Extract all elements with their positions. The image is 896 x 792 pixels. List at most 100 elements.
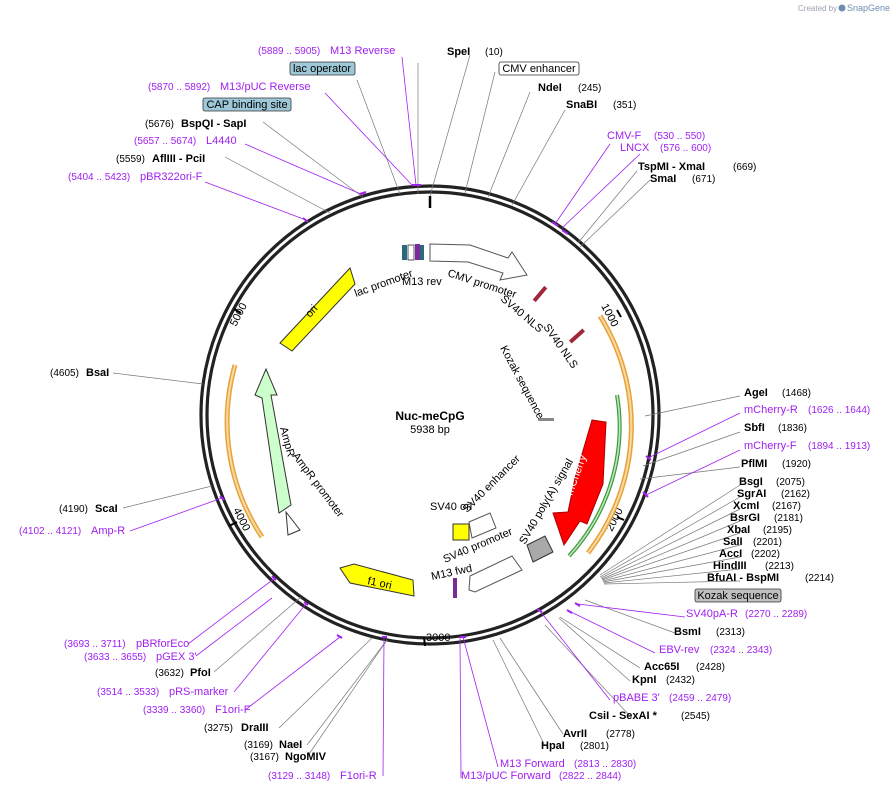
site-agei-pos: (1468) — [782, 388, 811, 399]
orange-arc-left-inner — [226, 364, 263, 538]
f1-ori-feature — [339, 563, 415, 597]
cap-binding-site-box — [202, 97, 292, 112]
site-acc65i-pos: (2428) — [696, 662, 725, 673]
primer-pbrforeco-range: (3693 .. 3711) — [64, 639, 126, 650]
kozak-inner-feature — [538, 418, 554, 421]
site-hpai-pos: (2801) — [580, 741, 609, 752]
orange-arc-right-inner — [587, 315, 633, 554]
site-ndei: NdeI — [538, 82, 562, 94]
tick-3000 — [423, 636, 426, 647]
site-bspqi-sapi: BspQI - SapI — [181, 118, 246, 130]
site-naei-pos: (3169) — [244, 740, 273, 751]
m13-fwd-feature — [453, 578, 457, 598]
tick-4000 — [228, 521, 238, 527]
m13-fwd-label: M13 fwd — [430, 563, 473, 583]
site-ngomiv: NgoMIV — [285, 751, 327, 763]
kozak-sequence-box-label: Kozak sequence — [697, 590, 778, 602]
primer-lncx-range: (576 .. 600) — [660, 143, 711, 154]
primer-marks — [219, 184, 652, 639]
primer-sv40pa-r-range: (2270 .. 2289) — [745, 609, 807, 620]
tick-label-3000: 3000 — [426, 632, 450, 644]
sv40-ori-feature — [452, 523, 470, 541]
site-hindiii-pos: (2213) — [765, 561, 794, 572]
primer-pgex3-range: (3633 .. 3655) — [84, 652, 146, 663]
plasmid-name: Nuc-meCpG — [395, 409, 464, 423]
site-bsgi: BsgI — [739, 476, 763, 488]
site-tspmi-xmai: TspMI - XmaI — [638, 161, 705, 173]
site-csii-sexai: CsiI - SexAI * — [589, 710, 658, 722]
site-xbai: XbaI — [727, 524, 750, 536]
site-spei: SpeI — [447, 46, 470, 58]
m13-rev-label: M13 rev — [402, 276, 442, 288]
site-sali: SalI — [723, 536, 743, 548]
site-pfoi-pos: (3632) — [155, 668, 184, 679]
site-tspmi-xmai-pos: (669) — [733, 162, 756, 173]
ampr-feature — [254, 367, 292, 514]
primer-mcherry-r-range: (1626 .. 1644) — [808, 405, 870, 416]
site-xcmi-pos: (2167) — [772, 501, 801, 512]
site-acci: AccI — [719, 548, 742, 560]
lac-operator-box — [289, 61, 356, 76]
site-bsai-pos: (4605) — [50, 368, 79, 379]
sv40-promoter-feature — [468, 555, 523, 593]
primer-sv40pa-r: SV40pA-R — [686, 608, 738, 620]
primer-mcherry-r: mCherry-R — [744, 404, 798, 416]
site-agei: AgeI — [744, 387, 768, 399]
site-sbfi-pos: (1836) — [778, 423, 807, 434]
primer-leaders — [129, 56, 741, 779]
primer-pgex3: pGEX 3' — [156, 651, 197, 663]
lac-operator-box-label: lac operator — [293, 63, 351, 75]
primer-pbrforeco: pBRforEco — [136, 638, 189, 650]
kozak-sequence-box — [694, 588, 782, 603]
green-arc-right-inner — [568, 394, 621, 557]
primer-l4440-range: (5657 .. 5674) — [134, 136, 196, 147]
site-scai-pos: (4190) — [59, 504, 88, 515]
backbone-outer — [199, 184, 661, 646]
sv40-nls-2-label: SV40 NLS — [541, 322, 580, 371]
site-ngomiv-pos: (3167) — [250, 752, 279, 763]
cmv-enhancer-box — [498, 61, 580, 76]
kozak-inner-label: Kozak sequence — [497, 344, 546, 421]
primer-l4440: L4440 — [206, 135, 237, 147]
primer-lncx: LNCX — [620, 142, 650, 154]
primer-m13puc-forward-range: (2822 .. 2844) — [559, 771, 621, 782]
primer-f1ori-f: F1ori-F — [215, 704, 251, 716]
snapgene-logo-icon — [838, 4, 846, 12]
cap-binding-site-box-label: CAP binding site — [206, 99, 287, 111]
tick-5000 — [233, 308, 242, 314]
site-bfuai-bspmi-pos: (2214) — [805, 573, 834, 584]
site-acci-pos: (2202) — [751, 549, 780, 560]
cmv-enhancer-box-label: CMV enhancer — [502, 63, 576, 75]
site-csii-sexai-pos: (2545) — [681, 711, 710, 722]
site-smai-pos: (671) — [692, 174, 715, 185]
site-bspqi-sapi-pos: (5676) — [145, 119, 174, 130]
sv40-ori-label: SV40 ori — [430, 501, 472, 513]
primer-prs-marker: pRS-marker — [169, 686, 229, 698]
primer-f1ori-r-range: (3129 .. 3148) — [268, 771, 330, 782]
site-scai: ScaI — [95, 503, 118, 515]
site-avrii-pos: (2778) — [606, 729, 635, 740]
sv40-nls-1-label: SV40 NLS — [498, 293, 545, 335]
site-kpni-pos: (2432) — [666, 675, 695, 686]
tick-label-5000: 5000 — [228, 301, 250, 328]
site-naei: NaeI — [279, 739, 302, 751]
site-snabi-pos: (351) — [613, 100, 636, 111]
tick-1000 — [616, 309, 622, 318]
site-sbfi: SbfI — [744, 422, 765, 434]
site-spei-pos: (10) — [485, 47, 503, 58]
primer-prs-marker-range: (3514 .. 3533) — [97, 687, 159, 698]
cmv-promoter-feature — [429, 243, 528, 281]
cap-site-mark — [407, 244, 415, 261]
site-bsrgi: BsrGI — [730, 512, 760, 524]
backbone-inner — [205, 190, 655, 640]
site-sgrai: SgrAI — [737, 488, 766, 500]
site-afliii-pcii: AflIII - PciI — [152, 153, 205, 165]
site-bsgi-pos: (2075) — [776, 477, 805, 488]
primer-m13puc-reverse: M13/pUC Reverse — [220, 81, 310, 93]
lac-operator-mark — [420, 245, 424, 260]
site-bsmi: BsmI — [674, 626, 701, 638]
ori-feature — [279, 267, 356, 352]
site-snabi: SnaBI — [566, 99, 597, 111]
primer-cmv-f: CMV-F — [607, 130, 642, 142]
